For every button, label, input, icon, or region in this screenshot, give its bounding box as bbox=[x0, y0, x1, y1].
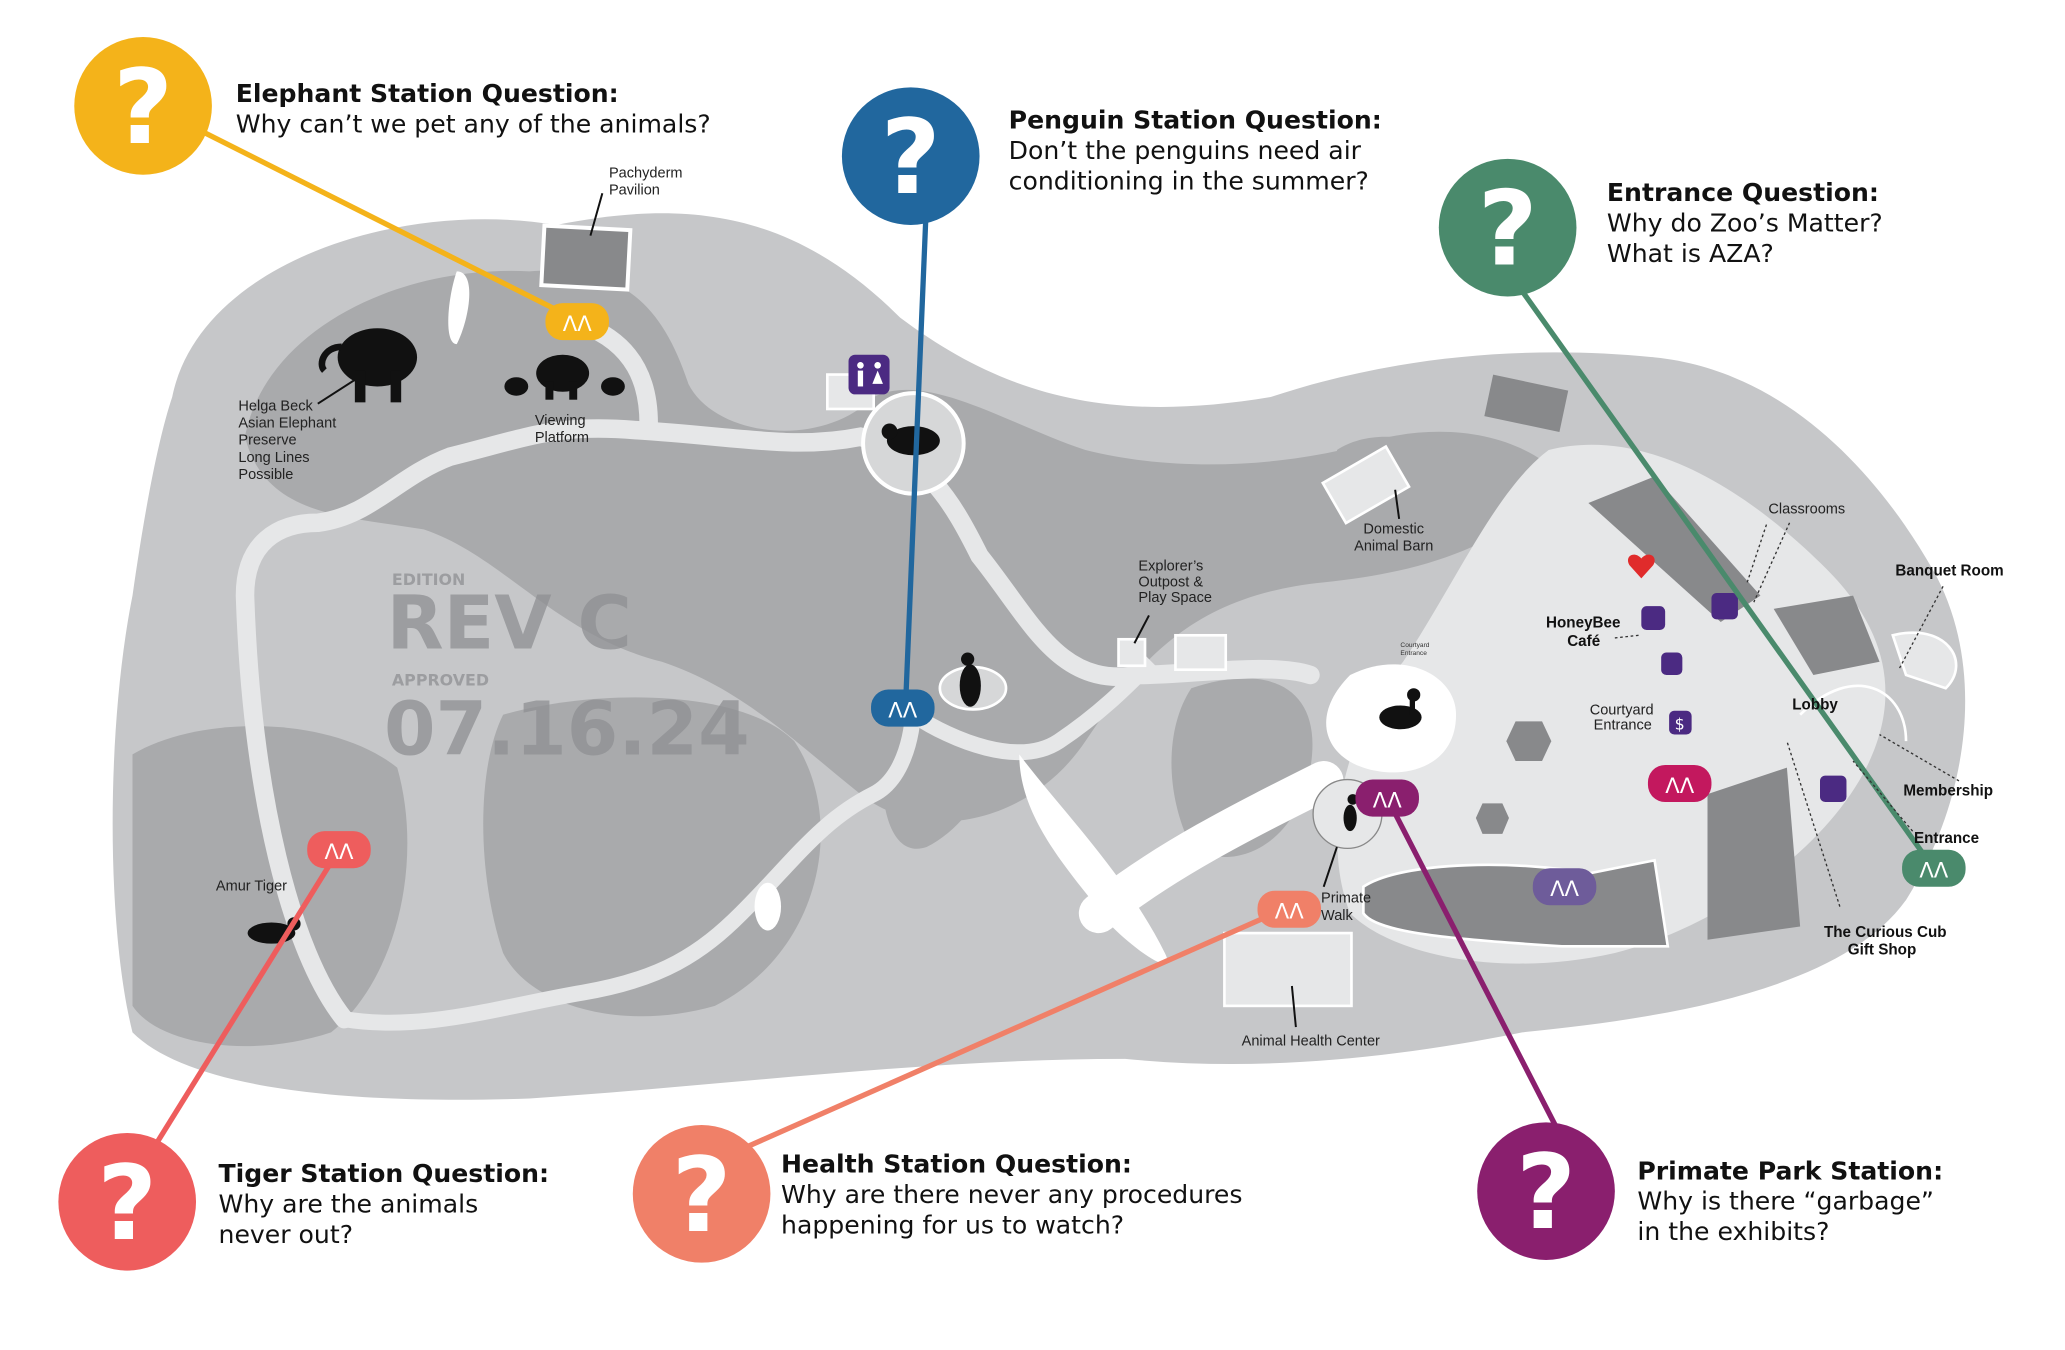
svg-text:$: $ bbox=[1675, 714, 1685, 733]
question-text: never out? bbox=[219, 1220, 354, 1249]
label-amur-tiger: Amur Tiger bbox=[216, 879, 287, 895]
question-mark-icon bbox=[1438, 158, 1577, 297]
question-text: happening for us to watch? bbox=[781, 1211, 1124, 1240]
health-connector-line bbox=[720, 905, 1288, 1161]
elephant-connector-line bbox=[197, 127, 579, 323]
label-entrance: Entrance bbox=[1914, 830, 1979, 847]
question-title: Penguin Station Question: bbox=[1009, 105, 1382, 134]
question-text: conditioning in the summer? bbox=[1009, 166, 1369, 195]
svg-text:ᐱᐱ: ᐱᐱ bbox=[1665, 773, 1694, 798]
penguin-connector-line bbox=[902, 198, 930, 709]
question-text: What is AZA? bbox=[1607, 239, 1774, 268]
svg-text:ᐱᐱ: ᐱᐱ bbox=[1373, 787, 1402, 812]
question-entrance: ? Entrance Question: Why do Zoo’s Matter… bbox=[1438, 158, 1883, 297]
restroom-icon bbox=[1711, 592, 1738, 620]
question-health: ? Health Station Question: Why are there… bbox=[632, 1125, 1242, 1263]
question-mark-icon bbox=[632, 1125, 771, 1263]
question-text: Why are the animals bbox=[219, 1189, 479, 1218]
svg-text:ᐱᐱ: ᐱᐱ bbox=[324, 839, 353, 864]
dining-icon bbox=[1641, 606, 1666, 630]
question-elephant: ? Elephant Station Question: Why can’t w… bbox=[74, 37, 711, 175]
restroom-icon bbox=[848, 354, 890, 395]
bear-icon bbox=[881, 423, 940, 456]
question-penguin: ? Penguin Station Question: Don’t the pe… bbox=[841, 87, 1382, 226]
label-lobby: Lobby bbox=[1792, 696, 1838, 713]
watermark-approved-label: APPROVED bbox=[392, 671, 489, 690]
watermark-revision: REV C bbox=[387, 581, 632, 667]
atm-icon bbox=[1669, 710, 1692, 735]
question-text: in the exhibits? bbox=[1637, 1217, 1829, 1246]
tiger-station-marker[interactable]: ᐱᐱ bbox=[307, 831, 371, 869]
duck-icon bbox=[1379, 688, 1422, 730]
building-station-marker[interactable]: ᐱᐱ bbox=[1532, 868, 1597, 906]
question-mark-icon bbox=[1477, 1122, 1615, 1260]
svg-text:?: ? bbox=[881, 98, 941, 218]
question-title: Entrance Question: bbox=[1607, 178, 1879, 207]
entrance-connector-line bbox=[1520, 289, 1935, 869]
elephant-station-marker[interactable]: ᐱᐱ bbox=[545, 303, 609, 341]
revision-watermark: EDITION REV C APPROVED 07.16.24 bbox=[384, 570, 750, 772]
svg-text:ᐱᐱ: ᐱᐱ bbox=[1275, 899, 1304, 924]
penguin-station-marker[interactable]: ᐱᐱ bbox=[871, 689, 935, 727]
map-background bbox=[112, 213, 1966, 1100]
primate-station-marker[interactable]: ᐱᐱ bbox=[1355, 779, 1419, 817]
svg-text:ᐱᐱ: ᐱᐱ bbox=[1550, 876, 1579, 901]
label-membership: Membership bbox=[1903, 782, 1993, 799]
svg-text:ᐱᐱ: ᐱᐱ bbox=[1919, 857, 1948, 882]
primate-connector-line bbox=[1384, 796, 1565, 1140]
water-fountain-icon bbox=[1661, 652, 1683, 675]
label-animal-health-center: Animal Health Center bbox=[1242, 1034, 1380, 1050]
question-mark-icon bbox=[74, 37, 212, 175]
svg-text:?: ? bbox=[672, 1136, 732, 1256]
entrance-station-marker[interactable]: ᐱᐱ bbox=[1902, 849, 1966, 887]
svg-text:ᐱᐱ: ᐱᐱ bbox=[563, 311, 592, 336]
question-title: Tiger Station Question: bbox=[219, 1159, 550, 1188]
courtyard-station-marker[interactable]: ᐱᐱ bbox=[1647, 765, 1712, 803]
svg-text:?: ? bbox=[113, 48, 173, 168]
question-mark-icon bbox=[58, 1132, 197, 1271]
elephant-family-icon bbox=[504, 354, 625, 400]
watermark-date: 07.16.24 bbox=[384, 686, 750, 772]
aed-heart-icon bbox=[1627, 554, 1655, 579]
svg-text:?: ? bbox=[97, 1144, 157, 1264]
svg-text:?: ? bbox=[1516, 1133, 1576, 1253]
restroom-icon bbox=[1820, 775, 1847, 803]
elephant-icon bbox=[318, 328, 418, 403]
svg-text:?: ? bbox=[1478, 170, 1538, 290]
penguin-icon bbox=[959, 652, 981, 707]
label-banquet-room: Banquet Room bbox=[1895, 563, 2003, 580]
label-classrooms: Classrooms bbox=[1768, 502, 1845, 518]
question-title: Elephant Station Question: bbox=[236, 79, 619, 108]
question-title: Health Station Question: bbox=[781, 1150, 1132, 1179]
question-title: Primate Park Station: bbox=[1637, 1156, 1943, 1185]
svg-text:ᐱᐱ: ᐱᐱ bbox=[888, 697, 917, 722]
question-text: Why do Zoo’s Matter? bbox=[1607, 209, 1883, 238]
tiger-connector-line bbox=[136, 848, 342, 1173]
question-text: Why are there never any procedures bbox=[781, 1180, 1242, 1209]
question-mark-icon bbox=[841, 87, 980, 226]
question-text: Why can’t we pet any of the animals? bbox=[236, 109, 711, 138]
question-text: Why is there “garbage” bbox=[1637, 1187, 1934, 1216]
watermark-edition-label: EDITION bbox=[392, 570, 465, 589]
question-text: Don’t the penguins need air bbox=[1009, 136, 1362, 165]
health-station-marker[interactable]: ᐱᐱ bbox=[1257, 890, 1322, 928]
question-primate: ? Primate Park Station: Why is there “ga… bbox=[1477, 1122, 1943, 1260]
question-tiger: ? Tiger Station Question: Why are the an… bbox=[58, 1132, 550, 1271]
